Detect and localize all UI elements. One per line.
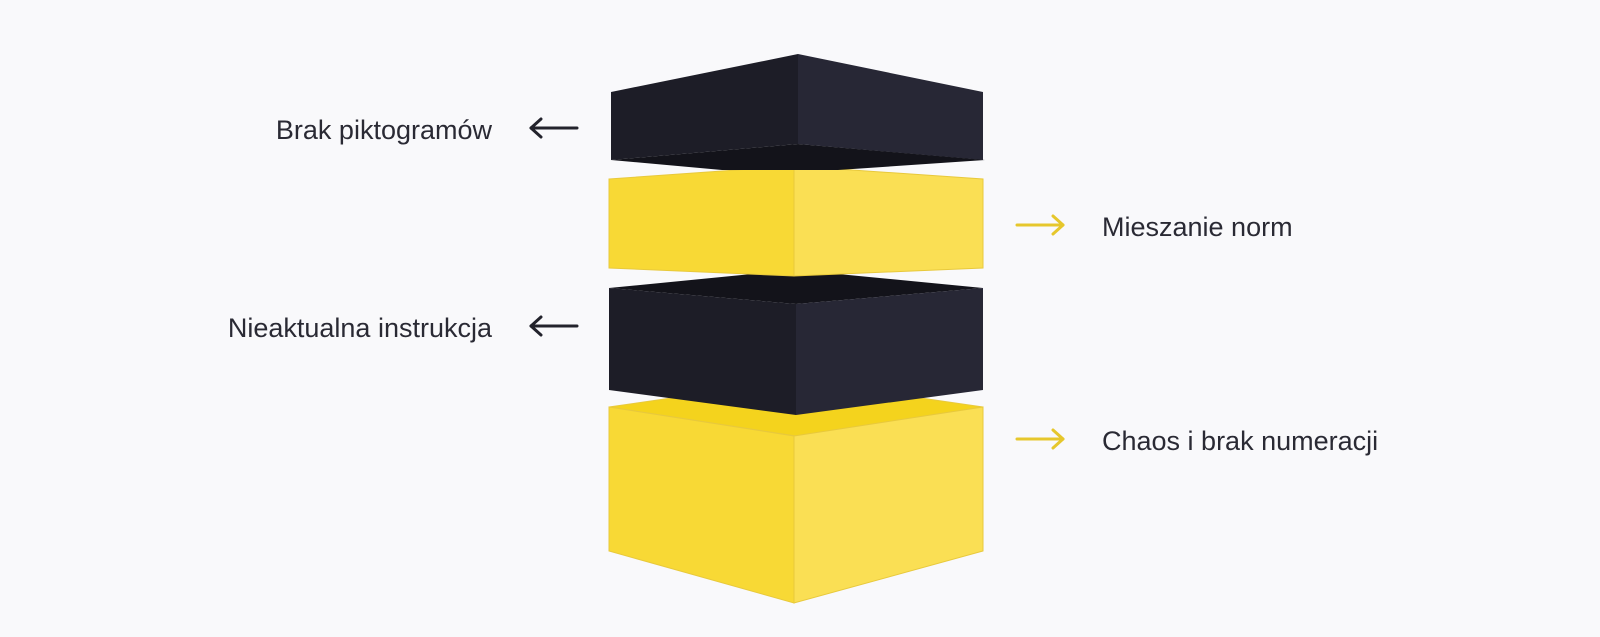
layer-1-right-face [798, 54, 983, 160]
arrow-left-3 [529, 315, 579, 337]
layer-3-top-face [609, 274, 983, 304]
layer-3-left-face [609, 288, 796, 415]
arrow-left-1 [529, 117, 579, 139]
label-mieszanie-norm: Mieszanie norm [1102, 212, 1293, 242]
layer-1-left-face [611, 54, 798, 160]
layer-3-right-face [796, 288, 983, 415]
arrow-right-4 [1015, 428, 1065, 450]
layer-2-left-face [608, 165, 795, 277]
layer-2-right-face [793, 165, 984, 277]
label-chaos-i-brak-numeracji: Chaos i brak numeracji [1102, 426, 1379, 456]
label-brak-piktogramow: Brak piktogramów [275, 115, 492, 145]
layer-2-yellow-block [608, 165, 984, 277]
label-nieaktualna-instrukcja: Nieaktualna instrukcja [227, 313, 492, 343]
layer-4-left-face [608, 406, 795, 604]
arrow-right-2 [1015, 214, 1065, 236]
layer-1-dark-block [611, 54, 985, 170]
layer-1-bottom-face [611, 144, 985, 170]
layer-4-right-face [793, 406, 984, 604]
layer-3-dark-block [609, 274, 983, 415]
